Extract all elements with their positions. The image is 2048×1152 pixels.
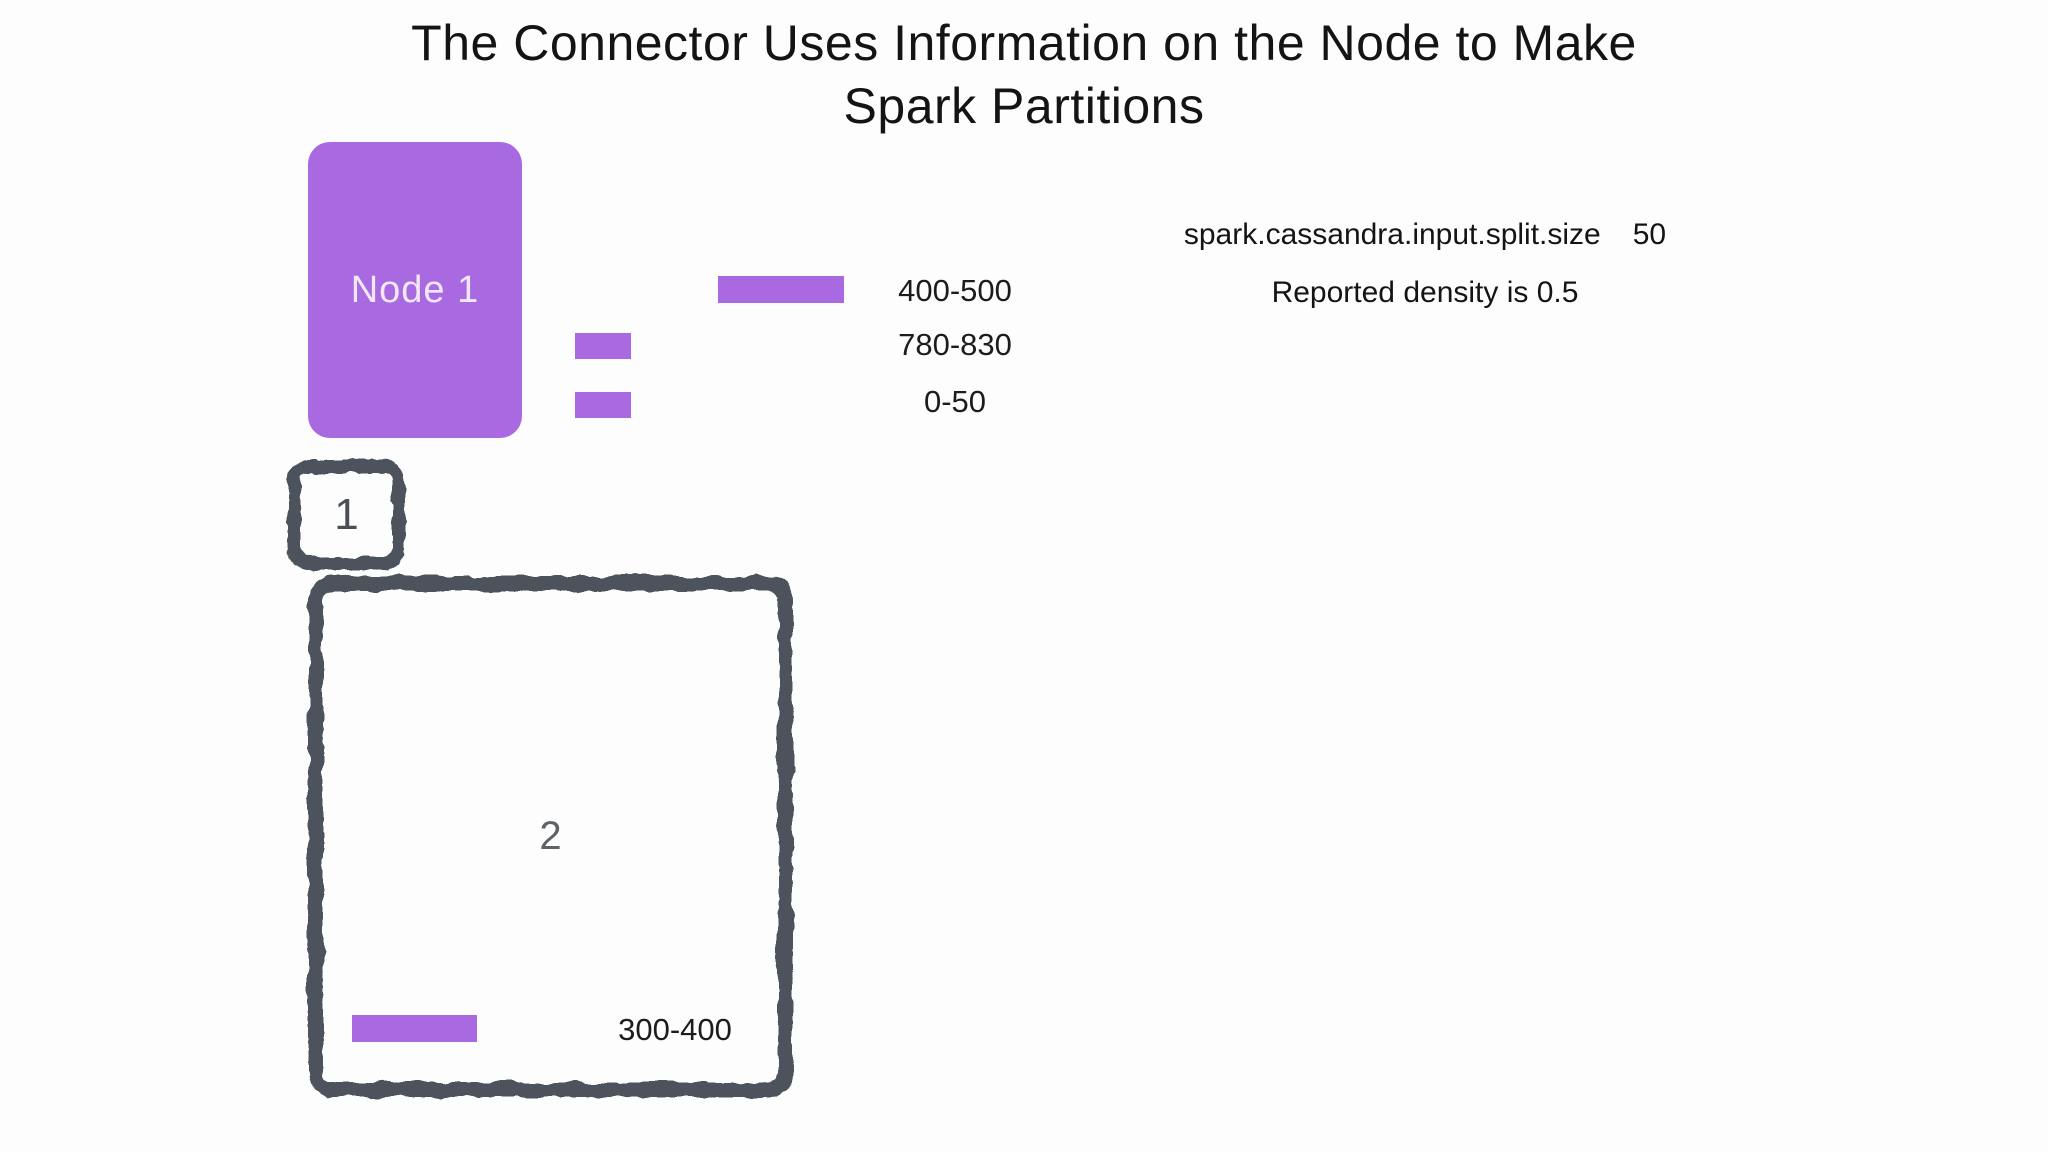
node-1-label: Node 1 [350,268,480,311]
config-split-size-value: 50 [1632,218,1667,251]
token-range-label-780-830: 780-830 [898,327,1012,362]
slide-title-line-2: Spark Partitions [843,78,1205,134]
config-split-size-line: spark.cassandra.input.split.size 50 [1150,214,1700,256]
partition-1-box [288,460,405,570]
token-range-label-0-50: 0-50 [923,384,987,419]
token-range-bar-400-500 [718,276,844,303]
token-range-label-300-400: 300-400 [618,1012,732,1047]
node-1-box: Node 1 [308,142,522,438]
token-range-bar-780-830 [575,333,631,359]
partition-2-box [308,576,793,1097]
slide-title: The Connector Uses Information on the No… [0,12,2048,138]
token-range-bar-0-50 [575,392,631,418]
config-split-size-key: spark.cassandra.input.split.size [1183,218,1601,251]
slide-title-line-1: The Connector Uses Information on the No… [411,15,1637,71]
token-range-label-400-500: 400-500 [898,273,1012,308]
config-density-note: Reported density is 0.5 [1271,276,1579,309]
token-range-bar-300-400 [352,1015,477,1042]
